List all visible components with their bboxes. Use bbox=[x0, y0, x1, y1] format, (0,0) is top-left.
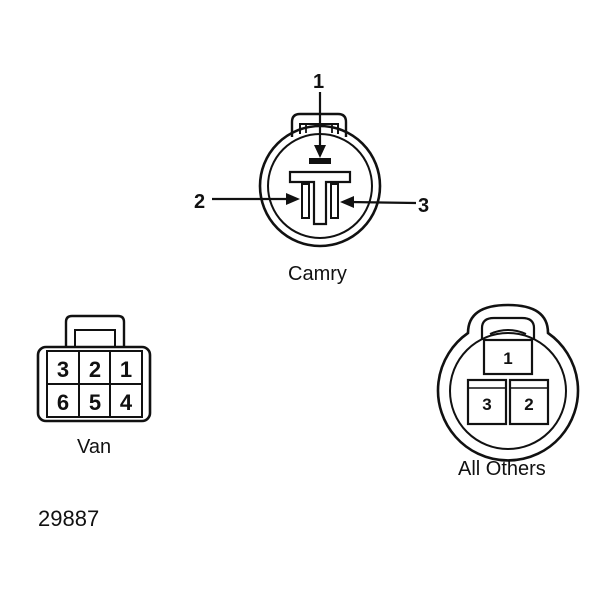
callout-3-line bbox=[349, 200, 417, 205]
camry-terminal-3 bbox=[330, 183, 339, 219]
van-body bbox=[36, 345, 152, 423]
callout-3-arrowhead bbox=[340, 196, 354, 208]
van-pin-5: 5 bbox=[89, 390, 101, 415]
van-connector bbox=[36, 314, 152, 423]
callout-1-label: 1 bbox=[313, 71, 324, 93]
others-cavity-1 bbox=[482, 338, 534, 376]
callout-3-label: 3 bbox=[418, 195, 429, 217]
callout-2-arrowhead bbox=[286, 193, 300, 205]
van-label: Van bbox=[77, 436, 112, 458]
others-inner-ring bbox=[449, 332, 567, 450]
camry-terminal-2 bbox=[301, 183, 310, 219]
callout-1-arrowhead bbox=[314, 145, 326, 158]
van-pin-6: 6 bbox=[57, 390, 69, 415]
camry-callouts bbox=[212, 92, 417, 208]
others-cavity-2 bbox=[508, 378, 550, 426]
others-cavity-3 bbox=[466, 378, 508, 426]
others-pin-2: 2 bbox=[524, 395, 533, 414]
others-latch bbox=[480, 316, 536, 340]
camry-terminal-1 bbox=[309, 158, 331, 164]
others-label: All Others bbox=[458, 458, 546, 480]
others-connector bbox=[436, 303, 580, 462]
van-pin-4: 4 bbox=[120, 390, 133, 415]
camry-t-key bbox=[288, 170, 352, 226]
van-pin-1: 1 bbox=[120, 357, 132, 382]
camry-label: Camry bbox=[288, 263, 347, 285]
van-pin-3: 3 bbox=[57, 357, 69, 382]
van-latch bbox=[64, 314, 126, 347]
others-pin-1: 1 bbox=[503, 349, 512, 368]
others-outer-shell bbox=[436, 303, 580, 462]
callout-2-label: 2 bbox=[194, 191, 205, 213]
others-pin-3: 3 bbox=[482, 395, 491, 414]
figure-number: 29887 bbox=[38, 506, 100, 531]
van-pin-2: 2 bbox=[89, 357, 101, 382]
